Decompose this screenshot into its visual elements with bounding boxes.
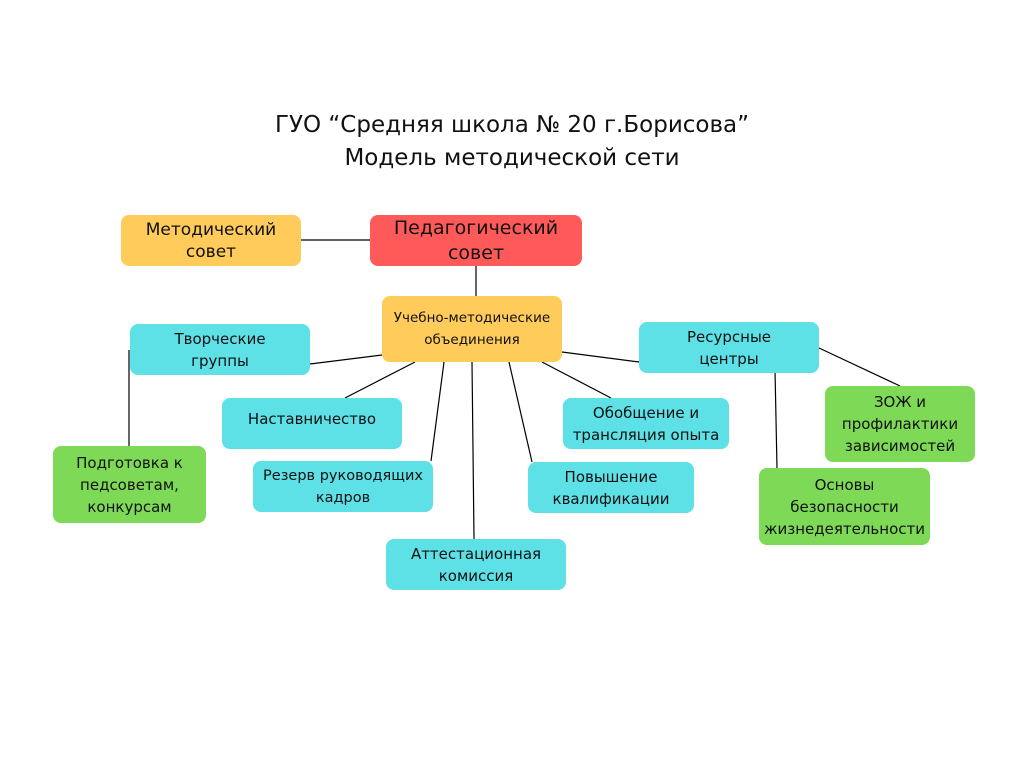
node-label: Ресурсные центры xyxy=(686,327,772,368)
node-label: Педагогический совет xyxy=(393,216,559,264)
node-umo: Учебно-методические объединения xyxy=(382,296,562,362)
connector-resurs-osnovy xyxy=(774,369,778,469)
node-label: Резерв руководящих кадров xyxy=(263,467,423,506)
node-podgot: Подготовка к педсоветам, конкурсам xyxy=(53,446,206,523)
diagram-title-line1: ГУО “Средняя школа № 20 г.Борисова” xyxy=(274,112,750,138)
node-povysh: Повышение квалификации xyxy=(528,462,694,513)
connector-umo-attest xyxy=(471,361,475,540)
connector-umo-obobsh xyxy=(541,361,612,399)
node-nastav: Наставничество xyxy=(222,398,402,449)
node-osnovy: Основы безопасности жизнедеятельности xyxy=(759,468,930,545)
connector-umo-nastav xyxy=(344,361,416,399)
diagram-title-line2: Модель методической сети xyxy=(344,145,680,171)
node-label: Обобщение и трансляция опыта xyxy=(572,403,720,444)
node-zozh: ЗОЖ и профилактики зависимостей xyxy=(825,386,975,462)
node-metod-sovet: Методический совет xyxy=(121,215,301,266)
node-label: Наставничество xyxy=(247,410,377,428)
node-resurs: Ресурсные центры xyxy=(639,322,819,373)
connector-umo-rezerv xyxy=(430,361,445,462)
node-obobsh: Обобщение и трансляция опыта xyxy=(563,398,729,449)
node-label: Методический совет xyxy=(145,219,277,262)
connector-umo-tvorch xyxy=(309,354,383,365)
connector-umo-povysh xyxy=(508,361,533,463)
node-label: Основы безопасности жизнедеятельности xyxy=(763,475,925,538)
node-label: Творческие группы xyxy=(174,329,266,370)
node-label: Аттестационная комиссия xyxy=(410,544,542,585)
connector-resurs-zozh xyxy=(818,347,901,387)
node-tvorch: Творческие группы xyxy=(130,324,310,375)
node-label: ЗОЖ и профилактики зависимостей xyxy=(841,393,959,455)
node-ped-sovet: Педагогический совет xyxy=(370,215,582,266)
node-rezerv: Резерв руководящих кадров xyxy=(253,461,433,512)
node-label: Учебно-методические объединения xyxy=(393,310,551,348)
connector-umo-resurs xyxy=(561,351,640,363)
node-label: Повышение квалификации xyxy=(552,467,670,508)
node-label: Подготовка к педсоветам, конкурсам xyxy=(76,453,183,516)
node-attest: Аттестационная комиссия xyxy=(386,539,566,590)
